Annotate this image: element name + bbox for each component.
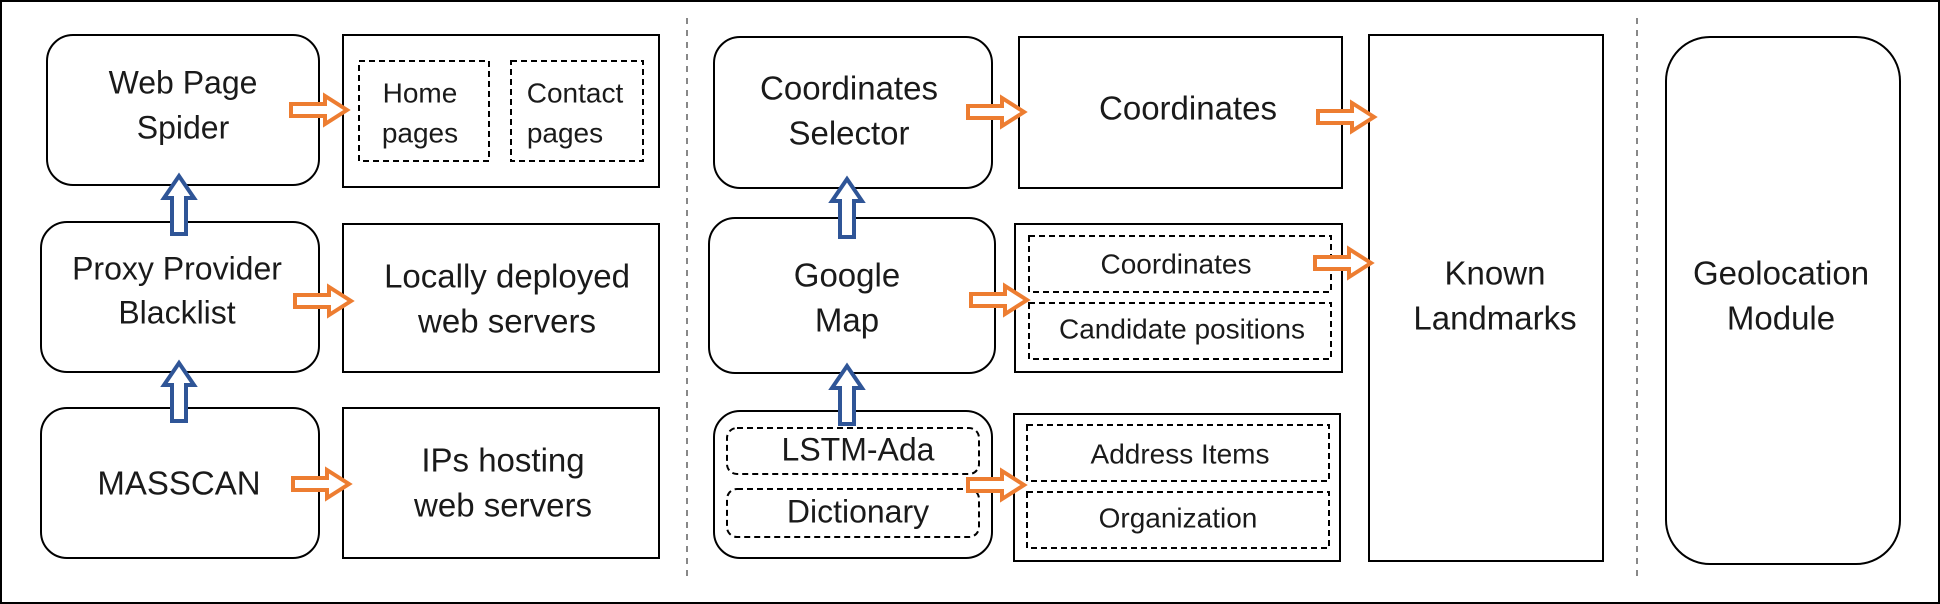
- map-output-box: Coordinates Candidate positions: [1014, 223, 1343, 373]
- candidate-positions-box: Candidate positions: [1028, 302, 1332, 360]
- address-items-box: Address Items: [1026, 424, 1330, 482]
- contact-pages-box: Contact pages: [510, 60, 644, 162]
- local-servers-line2: web servers: [417, 303, 596, 340]
- lstm-ada-box: LSTM-Ada: [726, 427, 980, 475]
- organization-label: Organization: [1099, 502, 1258, 533]
- home-pages-line2: pages: [382, 117, 458, 148]
- candidate-positions-label: Candidate positions: [1059, 313, 1305, 344]
- known-landmarks-box: Known Landmarks: [1368, 34, 1604, 562]
- coordinates-selector-node: Coordinates Selector: [713, 36, 993, 189]
- geolocation-module-node: Geolocation Module: [1665, 36, 1901, 565]
- ips-line1: IPs hosting: [421, 442, 584, 479]
- dictionary-box: Dictionary: [726, 488, 980, 538]
- coordinates-sub-label: Coordinates: [1101, 248, 1252, 279]
- masscan-node: MASSCAN: [40, 407, 320, 559]
- ips-hosting-box: IPs hosting web servers: [342, 407, 660, 559]
- coordinates-output-box: Coordinates: [1018, 36, 1343, 189]
- proxy-label-line1: Proxy Provider: [72, 250, 282, 286]
- geolocation-line1: Geolocation: [1693, 255, 1869, 292]
- masscan-label: MASSCAN: [97, 465, 260, 502]
- spider-output-box: Home pages Contact pages: [342, 34, 660, 188]
- address-items-label: Address Items: [1091, 438, 1270, 469]
- contact-pages-line2: pages: [527, 117, 603, 148]
- landmarks-line2: Landmarks: [1413, 300, 1576, 337]
- ips-line2: web servers: [413, 487, 592, 524]
- selector-line2: Selector: [788, 115, 909, 152]
- proxy-blacklist-node: Proxy Provider Blacklist: [40, 221, 320, 373]
- web-page-spider-node: Web Page Spider: [46, 34, 320, 186]
- home-pages-box: Home pages: [358, 60, 490, 162]
- landmarks-line1: Known: [1445, 255, 1546, 292]
- selector-line1: Coordinates: [760, 70, 938, 107]
- address-output-box: Address Items Organization: [1013, 413, 1341, 562]
- coordinates-output-label: Coordinates: [1099, 90, 1277, 127]
- google-map-line2: Map: [815, 302, 879, 339]
- spider-label-line2: Spider: [137, 109, 230, 145]
- home-pages-line1: Home: [383, 77, 458, 108]
- parser-node: LSTM-Ada Dictionary: [713, 410, 993, 559]
- google-map-line1: Google: [794, 257, 900, 294]
- dictionary-label: Dictionary: [787, 493, 929, 529]
- local-servers-box: Locally deployed web servers: [342, 223, 660, 373]
- local-servers-line1: Locally deployed: [384, 258, 630, 295]
- contact-pages-line1: Contact: [527, 77, 624, 108]
- organization-box: Organization: [1026, 491, 1330, 549]
- geolocation-line2: Module: [1727, 300, 1835, 337]
- spider-label-line1: Web Page: [109, 64, 258, 100]
- lstm-ada-label: LSTM-Ada: [782, 431, 935, 467]
- proxy-label-line2: Blacklist: [118, 294, 235, 330]
- google-map-node: Google Map: [708, 217, 996, 374]
